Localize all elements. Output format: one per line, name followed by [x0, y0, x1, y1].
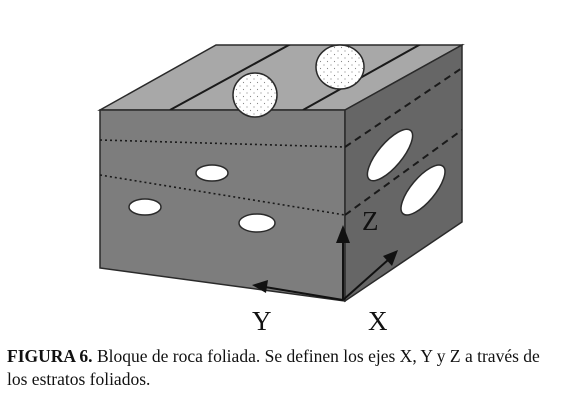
z-axis-label: Z: [362, 206, 379, 236]
front-inclusion-2: [128, 198, 162, 216]
x-axis-arrow: [342, 259, 389, 301]
figure-caption-lead: FIGURA 6.: [7, 346, 93, 366]
top-foliation-line-1: [169, 45, 299, 110]
y-axis-label: Y: [252, 306, 272, 336]
front-inclusion-3: [238, 213, 276, 233]
y-axis-arrow: [264, 286, 344, 301]
front-inclusion-1: [195, 164, 229, 182]
top-foliation-line-2: [302, 45, 429, 110]
figure-caption-text: Bloque de roca foliada. Se definen los e…: [7, 346, 540, 389]
figure-caption: FIGURA 6. Bloque de roca foliada. Se def…: [7, 345, 563, 391]
side-foliation-line-2: [345, 129, 462, 216]
foliated-rock-block-diagram: Z Y X: [97, 43, 465, 336]
y-arrowhead: [252, 280, 268, 293]
side-inclusion-2: [400, 164, 446, 216]
x-arrowhead: [383, 250, 398, 266]
front-foliation-line-1: [99, 139, 346, 148]
top-inclusion-2: [315, 44, 365, 90]
side-inclusion-1: [366, 128, 414, 182]
z-arrowhead: [336, 225, 350, 243]
top-inclusion-1: [232, 72, 278, 118]
front-foliation-line-2: [99, 174, 346, 216]
x-axis-label: X: [368, 306, 388, 336]
